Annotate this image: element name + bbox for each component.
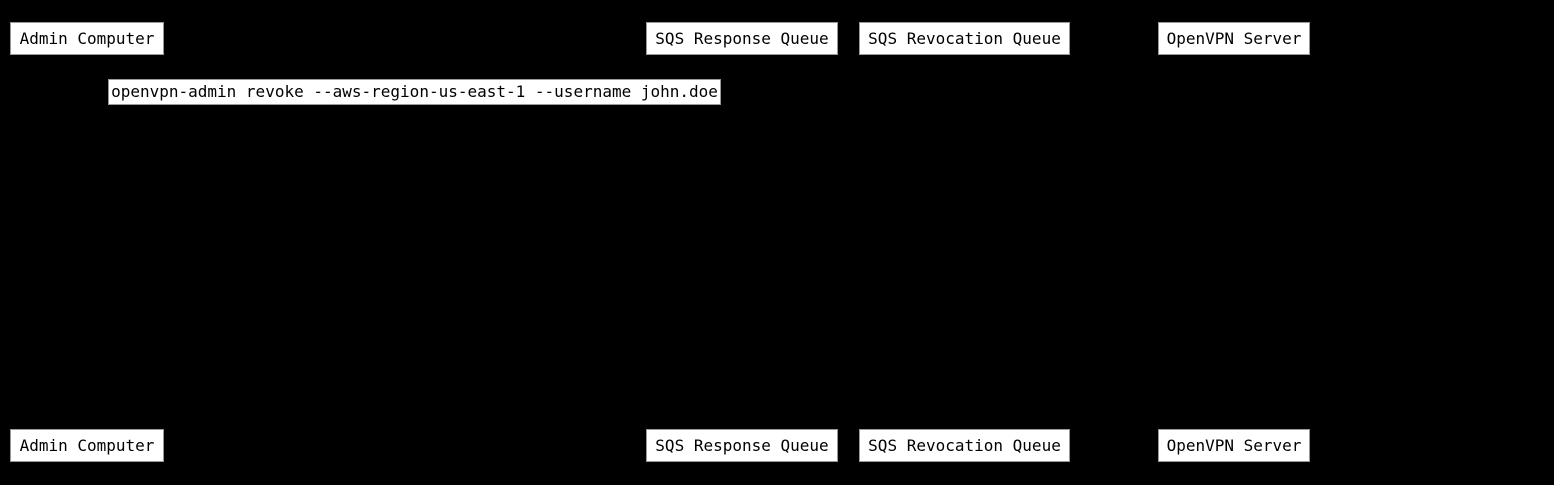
actor-bottom-openvpn-server: OpenVPN Server xyxy=(1158,429,1310,462)
message-label-revoke-command: openvpn-admin revoke --aws-region-us-eas… xyxy=(108,79,721,105)
actor-top-sqs-response-queue: SQS Response Queue xyxy=(646,22,838,55)
actor-bottom-sqs-response-queue: SQS Response Queue xyxy=(646,429,838,462)
actor-bottom-admin-computer: Admin Computer xyxy=(10,429,164,462)
actor-top-admin-computer: Admin Computer xyxy=(10,22,164,55)
actor-top-sqs-revocation-queue: SQS Revocation Queue xyxy=(859,22,1070,55)
actor-top-openvpn-server: OpenVPN Server xyxy=(1158,22,1310,55)
actor-bottom-sqs-revocation-queue: SQS Revocation Queue xyxy=(859,429,1070,462)
